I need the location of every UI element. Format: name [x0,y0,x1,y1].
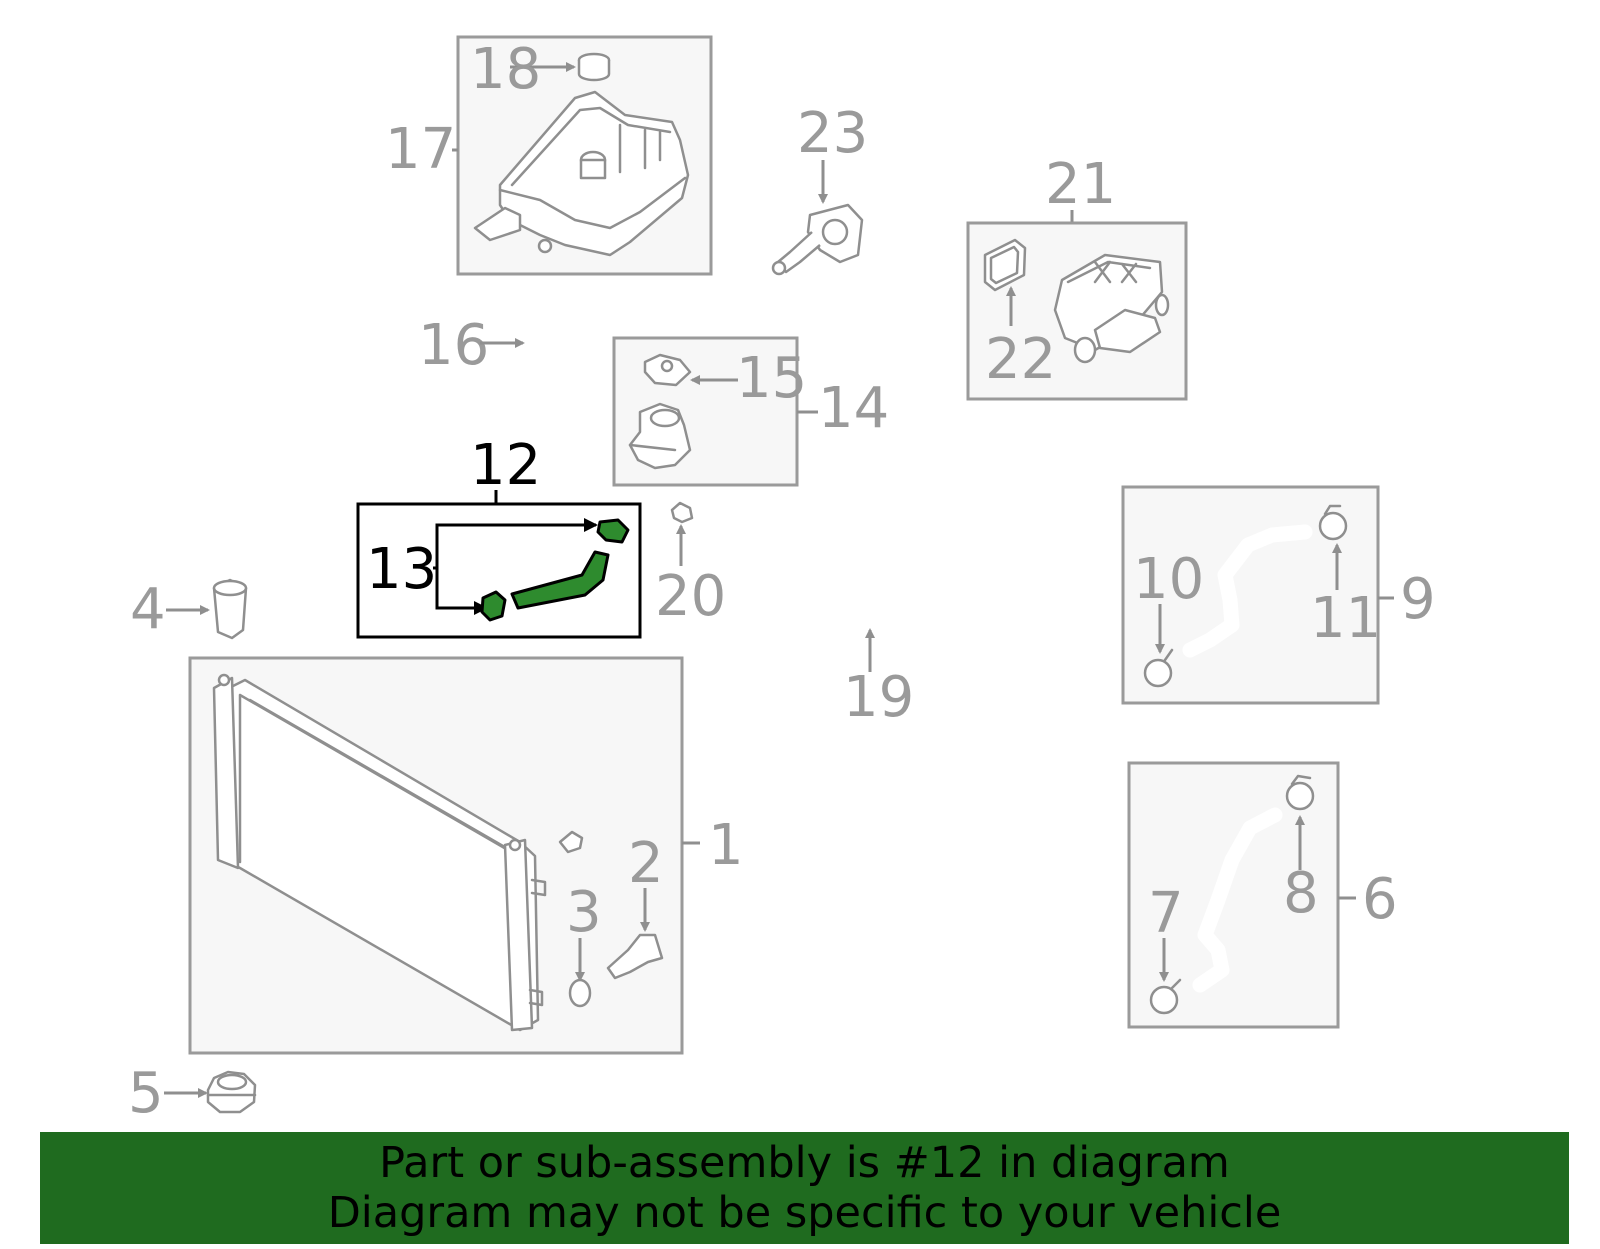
gasket-illustration [983,238,1027,292]
reservoir-cap-illustration [577,52,611,82]
callout-5[interactable]: 5 [128,1061,164,1126]
part-4-group[interactable]: 4 [130,577,248,642]
footer-line-2: Diagram may not be specific to your vehi… [327,1188,1282,1238]
callout-20[interactable]: 20 [655,564,726,629]
callout-11[interactable]: 11 [1310,586,1381,651]
clamp-13-lower-illustration [480,590,507,622]
hose-16-group[interactable]: 16 [418,288,592,388]
callout-3[interactable]: 3 [566,880,602,945]
callout-9[interactable]: 9 [1400,567,1436,632]
filler-neck-illustration [628,402,692,470]
pipe-19-group[interactable]: 19 [705,525,1067,730]
part-5-group[interactable]: 5 [128,1061,257,1126]
clamp-11-illustration [1318,504,1348,541]
pump-group[interactable]: 23 [771,101,868,276]
hose-9-group[interactable]: 10 11 9 [1121,485,1436,705]
callout-1[interactable]: 1 [708,813,744,878]
callout-7[interactable]: 7 [1148,881,1184,946]
callout-12[interactable]: 12 [470,433,541,498]
clamp-7-illustration [1149,978,1182,1015]
callout-15[interactable]: 15 [736,346,807,411]
hose-16-illustration [520,288,592,388]
upper-hose-group[interactable]: 12 13 [356,433,642,639]
upper-hose-12-illustration [510,550,610,610]
clamp-10-illustration [1143,648,1174,688]
callout-10[interactable]: 10 [1133,547,1204,612]
clip-20-illustration [670,501,694,524]
leader-13-lower [435,568,478,610]
o-ring-illustration [568,978,592,1008]
clamp-8-illustration [1285,774,1315,811]
footer-line-1: Part or sub-assembly is #12 in diagram [379,1138,1230,1188]
clamp-13-upper-illustration [596,518,630,544]
part-4-illustration [212,578,248,640]
hose-6-inner [1192,807,1283,993]
filler-cap-illustration [643,353,692,387]
callout-18[interactable]: 18 [470,37,541,102]
clip-20-group[interactable]: 20 [655,501,726,629]
callout-19[interactable]: 19 [843,665,914,730]
part-1-small-fitting-illustration [558,830,584,854]
thermostat-housing-illustration [1053,253,1170,364]
callout-14[interactable]: 14 [818,376,889,441]
callout-23[interactable]: 23 [797,101,868,166]
callout-6[interactable]: 6 [1362,867,1398,932]
callout-17[interactable]: 17 [385,117,456,182]
radiator-illustration [212,673,547,1032]
thermostat-housing-group[interactable]: 21 22 [966,152,1188,401]
radiator-group[interactable]: 1 2 3 [188,656,744,1055]
drain-plug-illustration [606,933,664,980]
radiator-cap-illustration [206,1070,257,1114]
footer-banner: Part or sub-assembly is #12 in diagram D… [40,1132,1569,1244]
callout-13[interactable]: 13 [366,537,437,602]
pump-illustration [771,203,864,276]
callout-16[interactable]: 16 [418,313,489,378]
filler-neck-group[interactable]: 15 14 [612,336,889,487]
hose-16-inner [520,288,592,388]
reservoir-tank-illustration [473,90,690,257]
callout-8[interactable]: 8 [1283,861,1319,926]
hose-9-inner [1182,524,1313,658]
callout-22[interactable]: 22 [985,327,1056,392]
hose-6-group[interactable]: 7 8 6 [1127,761,1398,1029]
pipe-19-inner [705,525,1067,628]
callout-2[interactable]: 2 [628,831,664,896]
callout-4[interactable]: 4 [130,577,166,642]
reservoir-group[interactable]: 18 17 [385,35,713,276]
leader-13-bracket [433,523,592,570]
callout-21[interactable]: 21 [1045,152,1116,217]
